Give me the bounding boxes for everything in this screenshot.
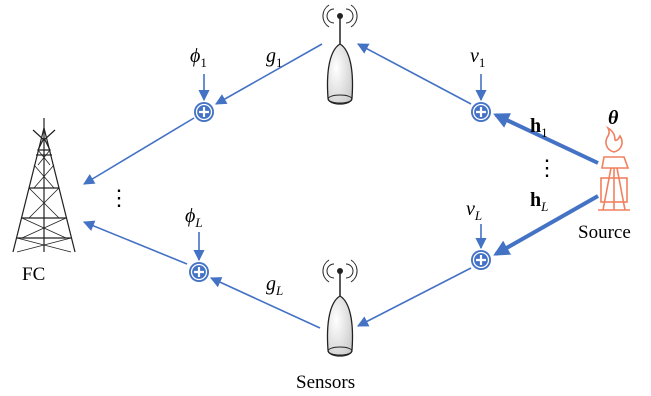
hL-channel-arrow xyxy=(493,194,599,256)
v1-label: v1 xyxy=(470,45,485,70)
adder-phiL xyxy=(189,262,209,282)
theta-label: θ xyxy=(608,107,619,129)
sensors-label: Sensors xyxy=(296,372,355,393)
adder-phi1-to-fc-arrow xyxy=(83,117,195,185)
hL-label: hL xyxy=(530,189,548,214)
phi1-label: ϕ1 xyxy=(190,45,207,70)
gL-label: gL xyxy=(266,273,283,298)
adder-phi1 xyxy=(194,102,214,122)
source-label: Source xyxy=(578,222,631,243)
source-icon xyxy=(598,125,630,211)
h1-label: h1 xyxy=(530,115,548,140)
top-sensor-icon xyxy=(322,4,358,105)
h1-channel-arrow xyxy=(493,113,599,165)
fc-label: FC xyxy=(22,264,45,285)
adder-vL-to-bottom-sensor-arrow xyxy=(357,267,472,327)
vL-label: vL xyxy=(466,198,482,223)
bottom-sensor-to-adder-phiL-arrow xyxy=(209,277,321,329)
adder-v1-to-top-sensor-arrow xyxy=(357,43,472,105)
adder-v1 xyxy=(471,102,491,122)
left-ellipsis: ⋮ xyxy=(108,185,130,210)
top-sensor-to-adder-phi1-arrow xyxy=(215,43,323,105)
g1-label: g1 xyxy=(266,45,283,70)
phiL-label: ϕL xyxy=(185,205,203,230)
adder-vL xyxy=(471,250,491,270)
adder-phiL-to-fc-arrow xyxy=(82,220,188,265)
right-ellipsis: ⋮ xyxy=(536,155,558,180)
fc-tower-icon xyxy=(12,118,76,253)
bottom-sensor-icon xyxy=(322,259,358,357)
